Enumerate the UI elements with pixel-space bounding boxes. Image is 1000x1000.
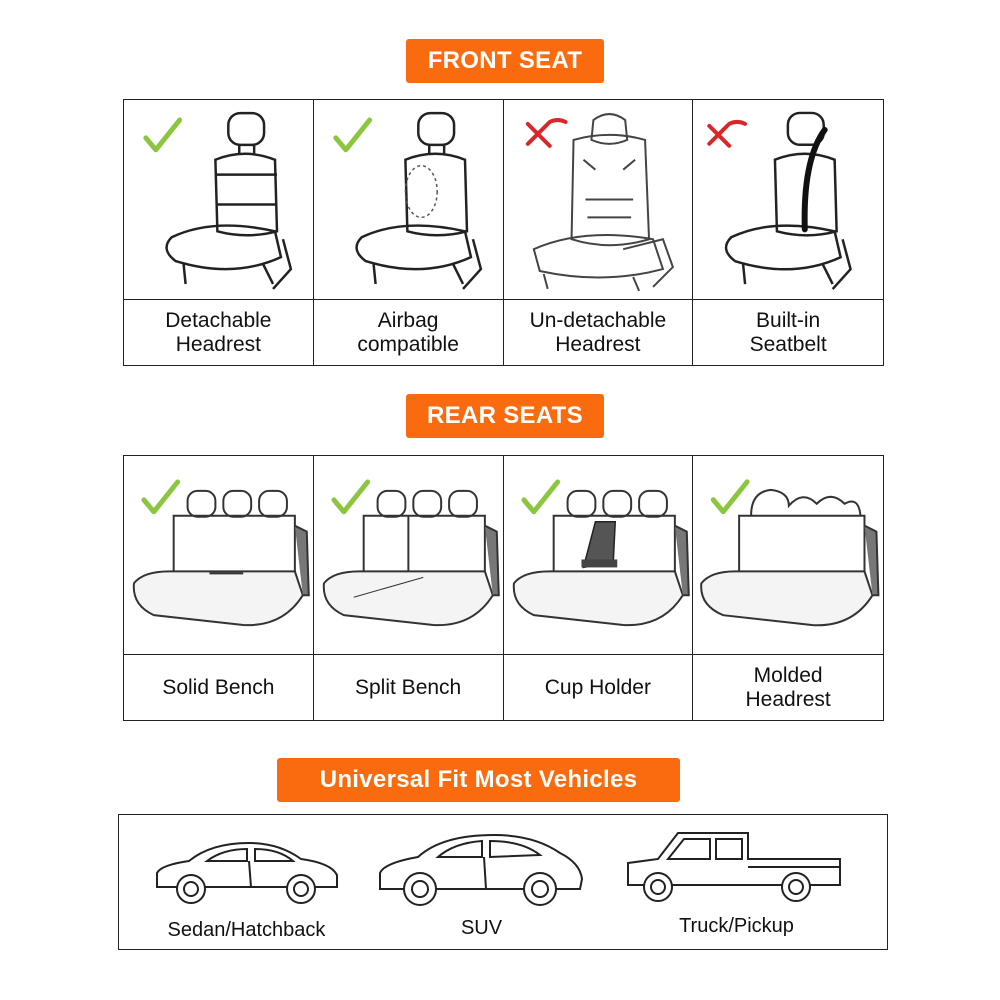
bench-seat-icon	[322, 479, 500, 627]
check-icon	[711, 479, 750, 515]
rear-seats-grid: Solid Bench Split Bench	[123, 455, 884, 721]
vehicle-truck: Truck/Pickup	[624, 815, 849, 949]
feature-label: Airbag compatible	[357, 308, 459, 356]
cross-icon	[525, 118, 568, 148]
sedan-icon	[156, 841, 338, 904]
bench-seat-icon	[700, 479, 880, 627]
cross-icon	[707, 119, 748, 148]
check-icon	[520, 479, 560, 515]
bench-seat-icon	[512, 479, 690, 627]
front-item-built-in-seatbelt: Built-in Seatbelt	[693, 100, 883, 365]
check-icon	[141, 479, 181, 515]
feature-label: Molded Headrest	[745, 663, 831, 711]
suv-icon	[379, 833, 584, 906]
front-seat-picture	[313, 100, 503, 300]
bench-seat-icon	[132, 479, 310, 627]
front-item-detachable-headrest: Detachable Headrest	[124, 100, 314, 365]
vehicle-sedan: Sedan/Hatchback	[149, 815, 344, 949]
universal-fit-banner: Universal Fit Most Vehicles	[277, 758, 680, 802]
truck-icon	[627, 832, 841, 902]
rear-seat-picture	[503, 456, 693, 655]
rear-item-split-bench: Split Bench	[313, 456, 504, 720]
feature-label: Split Bench	[355, 675, 462, 699]
rear-seats-banner: REAR SEATS	[406, 394, 604, 438]
rear-item-cup-holder: Cup Holder	[503, 456, 694, 720]
front-seat-picture	[693, 100, 883, 300]
feature-label: Built-in Seatbelt	[749, 308, 827, 356]
front-seat-picture	[503, 100, 693, 300]
cup-holder-tray	[580, 559, 617, 568]
feature-label: Un-detachable Headrest	[529, 308, 667, 356]
feature-label: Cup Holder	[544, 675, 651, 699]
front-item-airbag-compatible: Airbag compatible	[313, 100, 504, 365]
vehicle-fit-panel: Sedan/Hatchback SUV Truck/Pickup	[118, 814, 888, 950]
front-item-undetachable-headrest: Un-detachable Headrest	[503, 100, 694, 365]
seatbelt	[801, 126, 828, 233]
feature-label: Solid Bench	[162, 675, 275, 699]
racing-seat-icon	[525, 113, 674, 292]
rear-seat-picture	[313, 456, 503, 655]
seat-icon	[143, 111, 293, 290]
vehicle-label: SUV	[460, 917, 503, 939]
vehicle-label: Truck/Pickup	[679, 915, 794, 937]
front-seat-grid: Detachable Headrest Airbag compatible	[123, 99, 884, 366]
seat-icon	[333, 111, 483, 290]
vehicle-suv: SUV	[374, 815, 589, 949]
seat-icon	[707, 111, 853, 290]
rear-item-molded-headrest: Molded Headrest	[693, 456, 883, 720]
rear-item-solid-bench: Solid Bench	[124, 456, 314, 720]
airbag-outline	[404, 164, 438, 219]
feature-label: Detachable Headrest	[165, 308, 272, 356]
front-seat-picture	[124, 100, 313, 300]
check-icon	[331, 479, 370, 515]
rear-seat-picture	[693, 456, 883, 655]
vehicle-label: Sedan/Hatchback	[167, 919, 326, 941]
check-icon	[143, 117, 183, 153]
rear-seat-picture	[124, 456, 313, 655]
check-icon	[333, 117, 372, 153]
front-seat-banner: FRONT SEAT	[406, 39, 604, 83]
